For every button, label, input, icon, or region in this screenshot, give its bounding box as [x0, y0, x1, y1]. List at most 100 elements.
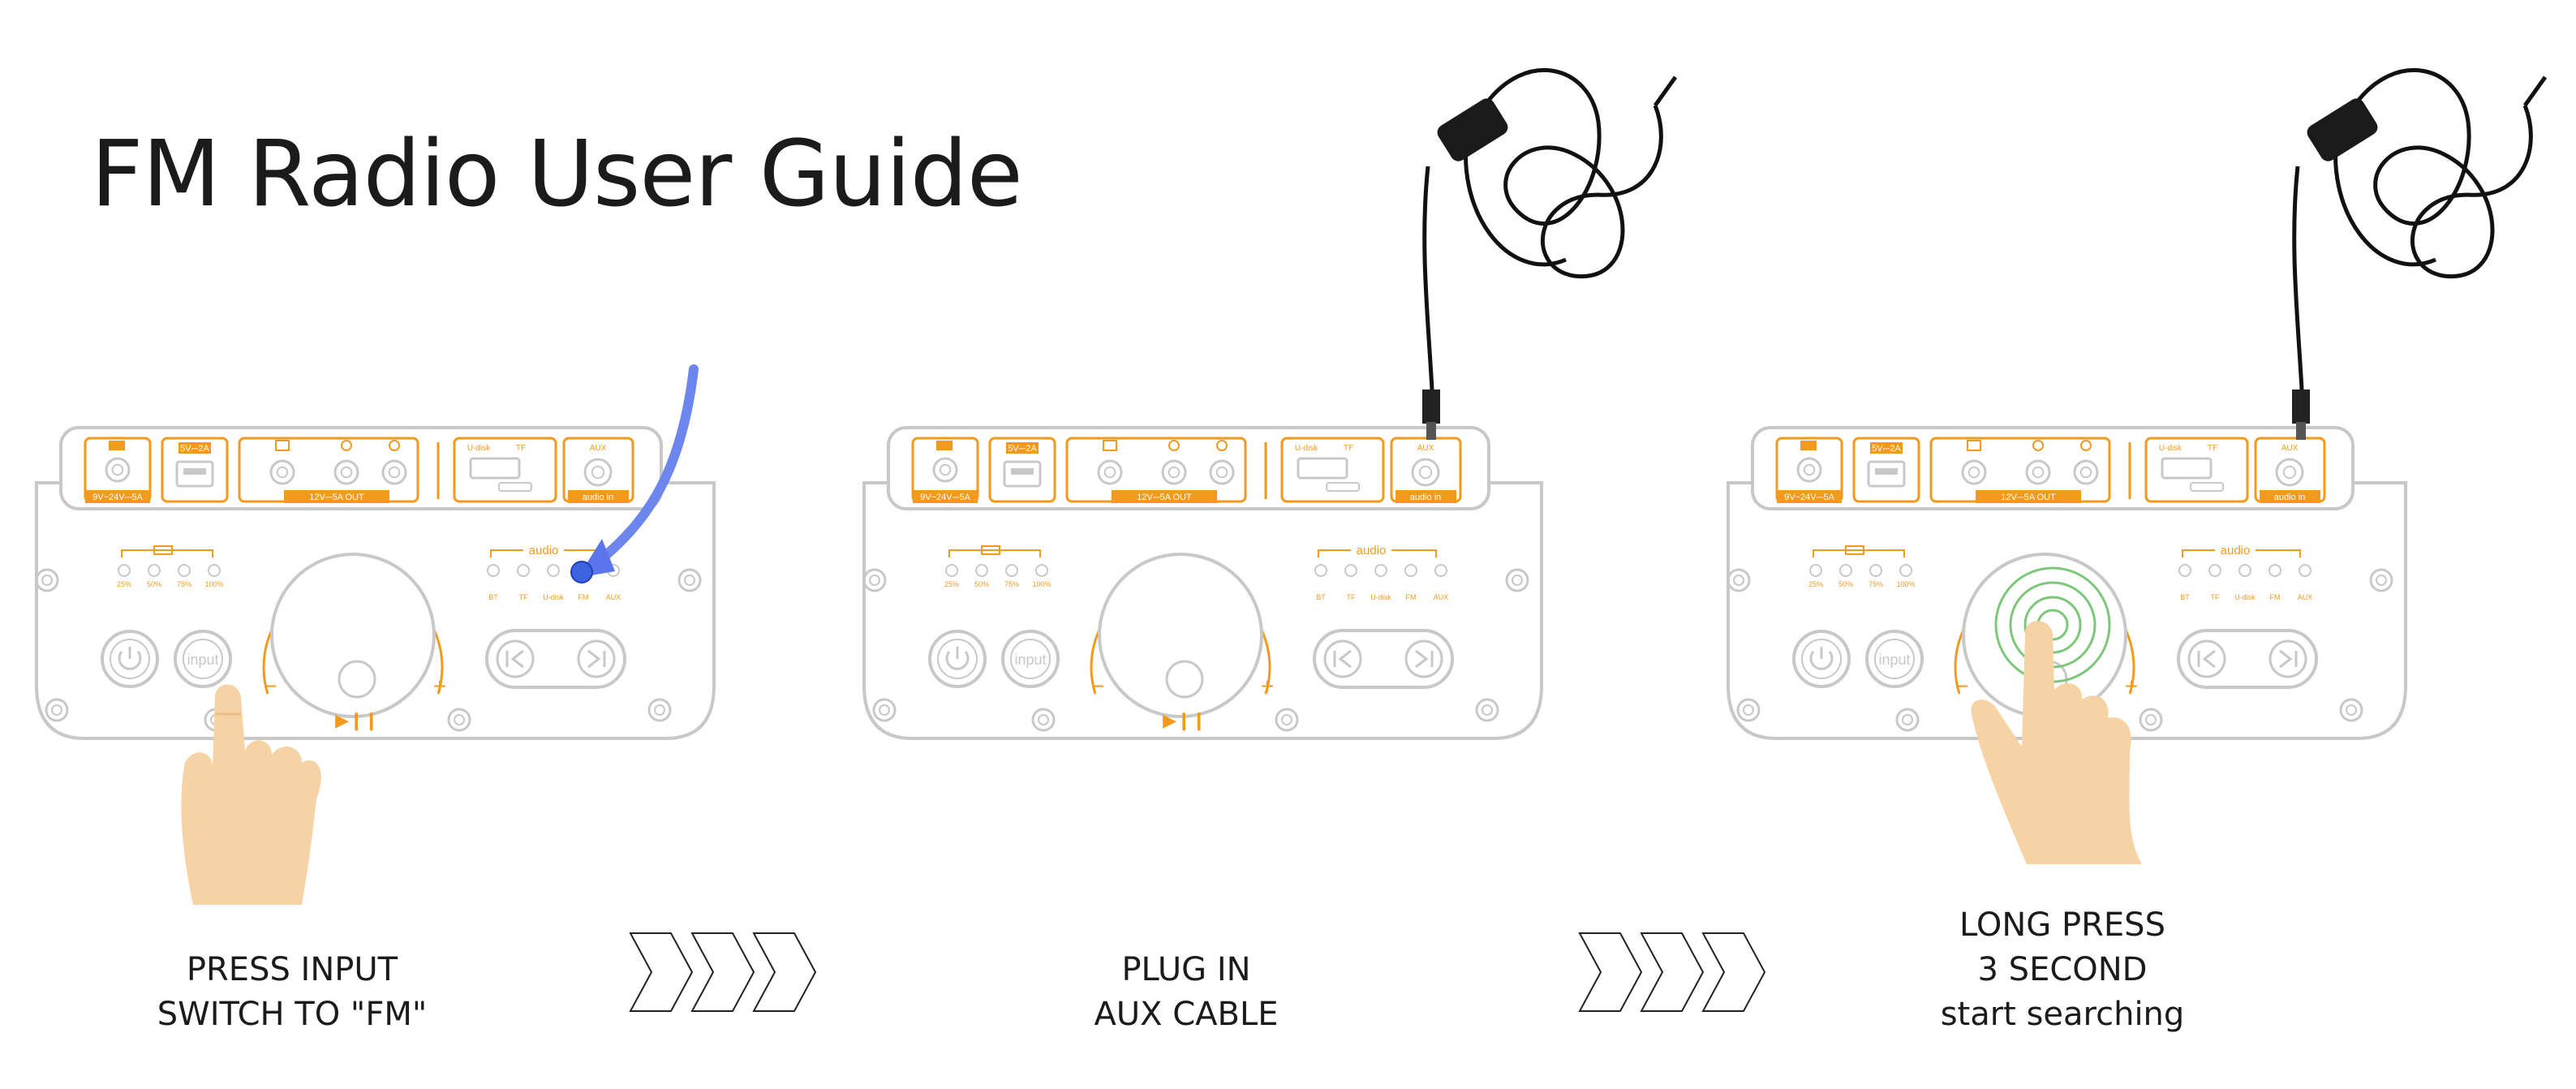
source-led-0 [2178, 564, 2191, 577]
power-button[interactable] [928, 630, 987, 688]
battery-led-1 [1839, 564, 1852, 577]
battery-indicator: 25%50%75%100% [117, 545, 224, 588]
dc-power-port[interactable]: 9V~24V⎓5A [84, 437, 152, 503]
aux-jack[interactable] [1411, 458, 1440, 487]
udisk-tf-slot[interactable]: U-disk TF [453, 437, 557, 503]
screw-bl [872, 698, 897, 722]
source-led-0 [1314, 564, 1327, 577]
usb-port[interactable]: 5V⎓2A [161, 437, 229, 503]
battery-led-2 [1869, 564, 1882, 577]
solar-icon [1800, 441, 1817, 450]
power-spec-label: 9V~24V⎓5A [920, 493, 970, 502]
volume-plus-label: + [2125, 674, 2138, 699]
dc-out-2[interactable] [2025, 459, 2051, 485]
dc-out-1[interactable] [269, 459, 295, 485]
usb-spec-label: 5V⎓2A [1008, 444, 1037, 454]
battery-led-2 [1005, 564, 1018, 577]
power-button[interactable] [1792, 630, 1851, 688]
step1-line1: PRESS INPUT [186, 951, 398, 988]
dc-out-2[interactable] [1161, 459, 1187, 485]
camera-icon [1103, 440, 1117, 451]
usb-port[interactable]: 5V⎓2A [1852, 437, 1920, 503]
volume-plus-label: + [433, 674, 446, 699]
power-button[interactable] [101, 630, 159, 688]
prev-track-button [496, 639, 535, 678]
usb-spec-label: 5V⎓2A [1872, 444, 1901, 454]
tf-label: TF [2208, 444, 2217, 453]
tf-label: TF [1344, 444, 1353, 453]
udisk-label: U-disk [467, 444, 491, 453]
dc-out-3[interactable] [2073, 459, 2099, 485]
camera-icon [275, 440, 290, 451]
play-pause-label: ▶❙❙ [1163, 710, 1206, 731]
udisk-label: U-disk [2159, 444, 2183, 453]
source-label-3: FM [578, 593, 589, 601]
dc-power-port[interactable]: 9V~24V⎓5A [1775, 437, 1843, 503]
input-button[interactable]: input [1865, 630, 1924, 688]
udisk-tf-slot[interactable]: U-disk TF [2144, 437, 2249, 503]
usb-port[interactable]: 5V⎓2A [988, 437, 1056, 503]
dc-input-knob[interactable] [1796, 457, 1822, 483]
screw-bl [45, 698, 69, 722]
source-label-0: BT [2180, 593, 2190, 601]
input-button[interactable]: input [174, 630, 232, 688]
input-button-label: input [187, 652, 218, 668]
play-pause-label: ▶❙❙ [335, 710, 379, 731]
dc-out-2[interactable] [333, 459, 359, 485]
dc-input-knob[interactable] [932, 457, 958, 483]
battery-led-2 [178, 564, 191, 577]
aux-jack[interactable] [583, 458, 613, 487]
dc-power-port[interactable]: 9V~24V⎓5A [911, 437, 979, 503]
battery-level-label-1: 50% [1838, 580, 1853, 588]
dc-out-3[interactable] [1209, 459, 1235, 485]
screw-b2 [2139, 708, 2163, 732]
dc-out-1[interactable] [1097, 459, 1123, 485]
track-buttons[interactable] [1313, 629, 1454, 689]
battery-indicator: 25%50%75%100% [944, 545, 1051, 588]
audio-in-label: audio in [2274, 493, 2306, 502]
battery-level-label-1: 50% [974, 580, 989, 588]
play-pause-button[interactable] [338, 660, 376, 699]
source-led-3 [2269, 564, 2281, 577]
lamp-icon [389, 440, 400, 451]
hand-icon-1 [181, 684, 321, 905]
dc-out-1[interactable] [1961, 459, 1987, 485]
track-buttons[interactable] [485, 629, 626, 689]
audio-in-label: audio in [1410, 493, 1442, 502]
battery-led-0 [1809, 564, 1822, 577]
source-label-2: U-disk [1370, 593, 1391, 601]
source-led-1 [517, 564, 530, 577]
source-label-1: TF [519, 593, 528, 601]
track-buttons[interactable] [2177, 629, 2318, 689]
battery-led-3 [208, 564, 221, 577]
volume-plus-label: + [1261, 674, 1274, 699]
play-pause-button[interactable] [1165, 660, 1204, 699]
dc-out-3[interactable] [381, 459, 407, 485]
source-led-4 [2299, 564, 2312, 577]
dc-input-knob[interactable] [105, 457, 131, 483]
input-button[interactable]: input [1001, 630, 1060, 688]
screw-b2 [1275, 708, 1299, 732]
screw-right [1505, 568, 1529, 592]
source-label-3: FM [1406, 593, 1417, 601]
volume-knob[interactable] [1098, 553, 1263, 718]
battery-level-label-0: 25% [1808, 580, 1823, 588]
battery-level-label-0: 25% [944, 580, 959, 588]
source-label-4: AUX [1434, 593, 1449, 601]
step2-line2: AUX CABLE [1094, 996, 1279, 1033]
input-button-label: input [1014, 652, 1046, 668]
volume-knob[interactable] [270, 553, 436, 718]
tf-label: TF [516, 444, 526, 453]
step3-line1: LONG PRESS [1959, 906, 2165, 944]
dc-output-ports: 12V⎓5A OUT [1065, 437, 1247, 503]
audio-label: audio [1357, 544, 1387, 557]
source-led-2 [2238, 564, 2251, 577]
battery-level-label-0: 25% [117, 580, 131, 588]
aux-jack[interactable] [2275, 458, 2304, 487]
